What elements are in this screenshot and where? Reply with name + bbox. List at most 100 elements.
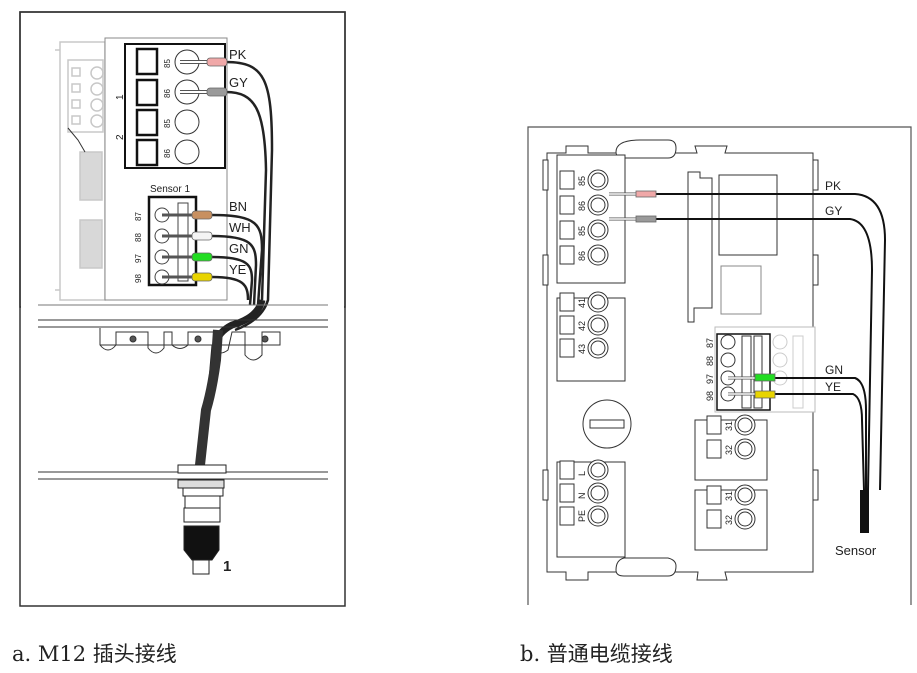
group-label-2: 2 — [115, 134, 126, 140]
pin-label: 98 — [705, 391, 715, 401]
sensor-probe — [860, 490, 869, 533]
ferrule-gy — [206, 87, 228, 97]
pin-label: 85 — [163, 119, 172, 128]
terminal-slot — [706, 415, 722, 435]
terminal-screw-inner — [590, 197, 606, 213]
ferrule-ye — [191, 272, 213, 282]
ferrule-bn — [191, 210, 213, 220]
sensor-terminal-block: 87 88 97 98 — [705, 326, 816, 413]
diagram-frame — [19, 11, 346, 607]
pin-label: 97 — [134, 254, 143, 263]
ferrule-gn — [191, 252, 213, 262]
terminal-slot — [706, 485, 722, 505]
wire-ferrules — [162, 57, 228, 282]
pin-label: 43 — [577, 344, 587, 354]
terminal-slot — [706, 509, 722, 529]
terminal-block: 41 42 43 — [556, 291, 626, 382]
terminal-slot — [559, 195, 575, 215]
sensor-label: Sensor — [835, 543, 877, 558]
wire-label-bn: BN — [229, 199, 247, 214]
pin-label: 32 — [724, 445, 734, 455]
pin-label: 98 — [134, 274, 143, 283]
sensor-cable — [195, 329, 223, 466]
pin-label: PE — [577, 510, 587, 522]
terminal-slot — [706, 439, 722, 459]
terminal-slot — [559, 315, 575, 335]
wire-label-pk: PK — [825, 179, 841, 193]
terminal-slot — [559, 170, 575, 190]
terminal-screw-inner — [737, 441, 753, 457]
terminal-slot — [559, 506, 575, 526]
pin-label: 32 — [724, 515, 734, 525]
pin-label: 86 — [577, 201, 587, 211]
terminal-screw-inner — [590, 340, 606, 356]
pointer-line — [67, 127, 86, 153]
terminal-slot — [559, 245, 575, 265]
m12-wiring-diagram: 1 2 85 86 85 86 Sensor 1 87 88 97 98 — [19, 11, 346, 607]
pin-label: 88 — [134, 233, 143, 242]
terminal-block: 31 32 — [694, 414, 768, 481]
terminal-screw-inner — [590, 294, 606, 310]
pin-label: 86 — [577, 251, 587, 261]
wire-label-pk: PK — [229, 47, 247, 62]
terminal-slot — [559, 483, 575, 503]
terminal-slot — [559, 220, 575, 240]
ferrule-pk — [635, 190, 657, 198]
ferrule-gn — [754, 373, 776, 382]
wire-label-ye: YE — [825, 380, 841, 394]
din-rail — [38, 304, 328, 480]
wire-label-wh: WH — [229, 220, 251, 235]
pin-label: 85 — [163, 59, 172, 68]
terminal-screw-inner — [590, 317, 606, 333]
pin-label: 97 — [705, 374, 715, 384]
pin-label: N — [577, 493, 587, 500]
terminal-block: 31 32 — [694, 484, 768, 551]
ferrule-wh — [191, 231, 213, 241]
pin-label: 31 — [724, 421, 734, 431]
caption-a: a. M12 插头接线 — [12, 642, 177, 666]
pin-label: 85 — [577, 226, 587, 236]
pin-label: 87 — [705, 338, 715, 348]
pin-label: 86 — [163, 89, 172, 98]
connector-callout: 1 — [223, 558, 231, 575]
terminal-screw-inner — [590, 247, 606, 263]
terminal-screw-inner — [590, 222, 606, 238]
wire-label-gn: GN — [229, 241, 249, 256]
wire-label-gn: GN — [825, 363, 843, 377]
pin-label: 41 — [577, 298, 587, 308]
terminal-screw-inner — [590, 462, 606, 478]
pin-label: 88 — [705, 356, 715, 366]
m12-connector — [177, 464, 227, 575]
ferrule-ye — [754, 390, 776, 399]
background-module — [55, 41, 106, 301]
wire-group — [656, 193, 887, 491]
terminal-slot — [559, 338, 575, 358]
pin-label: L — [577, 471, 587, 476]
terminal-slot — [559, 460, 575, 480]
pin-label: 42 — [577, 321, 587, 331]
wire-label-ye: YE — [229, 262, 247, 277]
diagram-frame — [527, 126, 912, 605]
caption-b: b. 普通电缆接线 — [520, 642, 673, 666]
wire-label-gy: GY — [229, 75, 248, 90]
terminal-blocks: 85 86 85 86 41 42 43L N PE 31 32 31 32 — [556, 154, 768, 558]
sensor-terminal-block: Sensor 1 87 88 97 98 — [134, 184, 198, 287]
pin-label: 87 — [134, 212, 143, 221]
ferrule-gy — [635, 215, 657, 223]
terminal-screw-inner — [737, 487, 753, 503]
terminal-screw-inner — [590, 508, 606, 524]
terminal-screw-inner — [737, 511, 753, 527]
cable-wiring-diagram: 85 86 85 86 41 42 43L N PE 31 32 31 32 87 88 97 98 P… — [527, 126, 912, 605]
terminal-block: L N PE — [556, 459, 626, 558]
wire-label-gy: GY — [825, 204, 842, 218]
pin-label: 31 — [724, 491, 734, 501]
terminal-screw-inner — [737, 417, 753, 433]
terminal-screw-inner — [590, 172, 606, 188]
pin-label: 86 — [163, 149, 172, 158]
terminal-screw-inner — [590, 485, 606, 501]
pin-label: 85 — [577, 176, 587, 186]
terminal-slot — [559, 292, 575, 312]
group-label-1: 1 — [115, 94, 126, 100]
sensor-terminal-title: Sensor 1 — [150, 184, 190, 195]
ferrule-pk — [206, 57, 228, 67]
